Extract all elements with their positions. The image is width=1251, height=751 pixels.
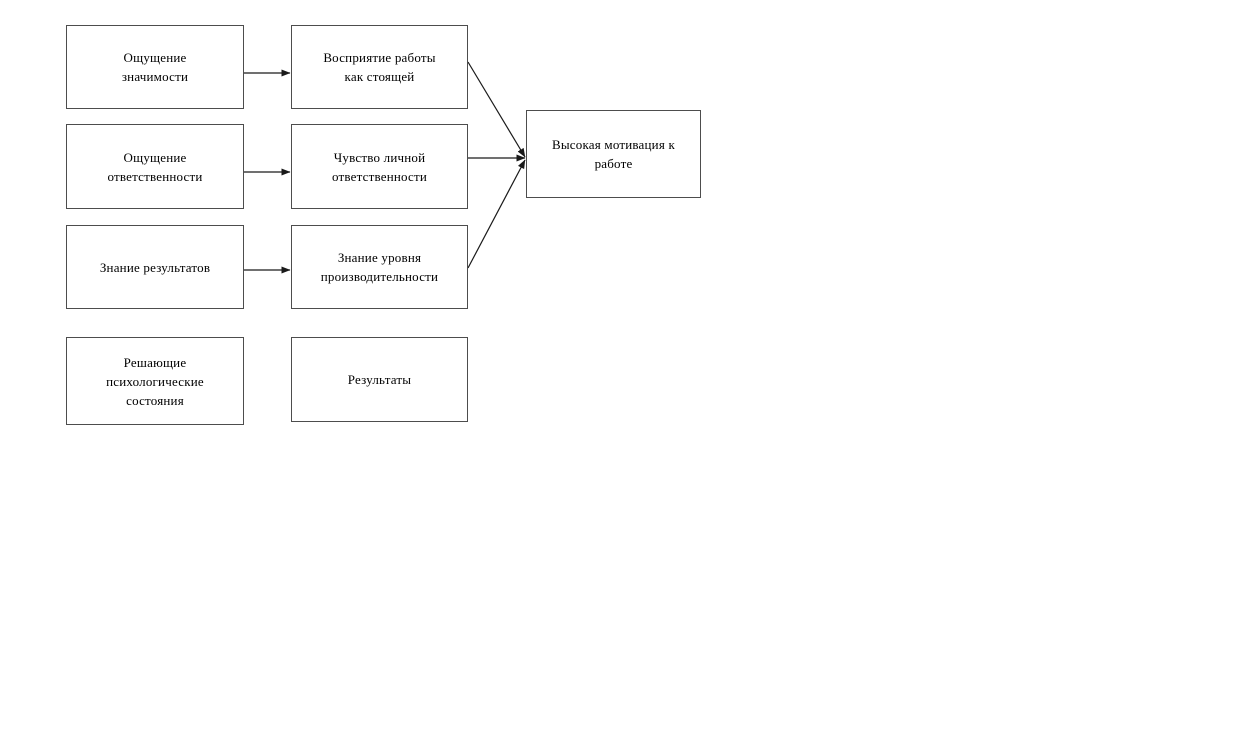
connector-knowledge-of-performance-to-high-motivation <box>467 159 526 269</box>
node-label-results: Результаты <box>347 372 412 387</box>
node-knowledge-of-performance[interactable]: Знание уровня производительности <box>291 225 468 309</box>
node-sense-of-responsibility[interactable]: Ощущение ответственности <box>66 124 244 209</box>
connector-perception-to-high-motivation <box>467 61 526 158</box>
node-high-motivation[interactable]: Высокая мотивация к работе <box>526 110 701 198</box>
node-label-high-motivation: Высокая мотивация к работе <box>552 137 675 171</box>
node-perception-of-work[interactable]: Восприятие работы как стоящей <box>291 25 468 109</box>
node-results-legend[interactable]: Результаты <box>291 337 468 422</box>
node-personal-responsibility[interactable]: Чувство личной ответственности <box>291 124 468 209</box>
node-label-critical-psychological-states: Решающие психологические состояния <box>106 354 204 408</box>
node-label-personal-responsibility: Чувство личной ответственности <box>331 149 428 184</box>
node-knowledge-of-results[interactable]: Знание результатов <box>66 225 244 309</box>
node-label-perception-of-work: Восприятие работы как стоящей <box>323 50 436 84</box>
node-label-sense-of-responsibility: Ощущение ответственности <box>107 149 203 184</box>
node-label-sense-of-meaning: Ощущение значимости <box>121 50 189 84</box>
node-label-knowledge-of-results: Знание результатов <box>99 259 211 275</box>
node-sense-of-meaning[interactable]: Ощущение значимости <box>66 25 244 109</box>
node-label-knowledge-of-performance: Знание уровня производительности <box>320 250 439 284</box>
node-critical-psychological-states-legend[interactable]: Решающие психологические состояния <box>66 337 244 425</box>
